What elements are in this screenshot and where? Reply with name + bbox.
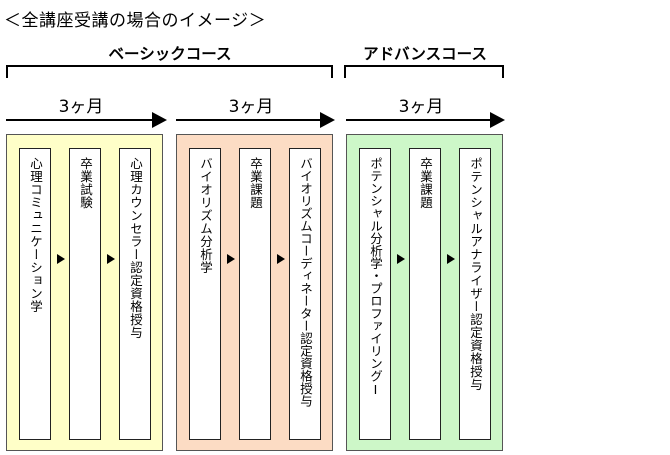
step-arrow-icon [107, 254, 115, 264]
step-arrow-icon [277, 254, 285, 264]
course-step-card: ポテンシャルアナライザー認定資格授与 [459, 148, 491, 440]
course-step-card: 心理コミュニケーション学 [19, 148, 51, 440]
course-step-label: ポテンシャル分析学・プロファイリングⅠ [368, 157, 383, 397]
basic-stage-1-panel: 心理コミュニケーション学 卒業試験 心理カウンセラー認定資格授与 [6, 134, 163, 451]
course-step-card: バイオリズムコーディネーター認定資格授与 [289, 148, 321, 440]
stage-2-arrow-line [176, 119, 322, 121]
course-step-label: バイオリズムコーディネーター認定資格授与 [298, 157, 313, 407]
stage-2-arrow-head [320, 112, 335, 128]
advanced-stage-panel: ポテンシャル分析学・プロファイリングⅠ 卒業課題 ポテンシャルアナライザー認定資… [346, 134, 503, 451]
advanced-course-label: アドバンスコース [363, 45, 487, 63]
course-step-label: 卒業試験 [78, 157, 93, 209]
step-arrow-icon [397, 254, 405, 264]
stage-3-arrow-head [490, 112, 505, 128]
course-step-label: 心理カウンセラー認定資格授与 [128, 157, 143, 339]
course-step-card: 心理カウンセラー認定資格授与 [119, 148, 151, 440]
course-step-card: 卒業試験 [69, 148, 101, 440]
course-step-card: バイオリズム分析学 [189, 148, 221, 440]
course-step-card: ポテンシャル分析学・プロファイリングⅠ [359, 148, 391, 440]
course-step-label: ポテンシャルアナライザー認定資格授与 [468, 157, 483, 391]
advanced-course-bracket [344, 65, 504, 78]
course-step-label: 卒業課題 [418, 157, 433, 209]
basic-stage-2-panel: バイオリズム分析学 卒業課題 バイオリズムコーディネーター認定資格授与 [176, 134, 333, 451]
course-step-card: 卒業課題 [409, 148, 441, 440]
stage-1-duration: 3ヶ月 [58, 97, 104, 117]
step-arrow-icon [57, 254, 65, 264]
step-arrow-icon [227, 254, 235, 264]
stage-3-duration: 3ヶ月 [398, 97, 444, 117]
basic-course-bracket [6, 65, 333, 78]
course-step-label: バイオリズム分析学 [198, 157, 213, 274]
course-step-label: 卒業課題 [248, 157, 263, 209]
basic-course-label: ベーシックコース [108, 45, 232, 63]
stage-1-arrow-line [6, 119, 154, 121]
diagram-title: ＜全講座受講の場合のイメージ＞ [4, 11, 267, 31]
stage-3-arrow-line [346, 119, 492, 121]
course-step-card: 卒業課題 [239, 148, 271, 440]
course-step-label: 心理コミュニケーション学 [28, 157, 43, 313]
stage-1-arrow-head [152, 112, 167, 128]
stage-2-duration: 3ヶ月 [228, 97, 274, 117]
step-arrow-icon [447, 254, 455, 264]
